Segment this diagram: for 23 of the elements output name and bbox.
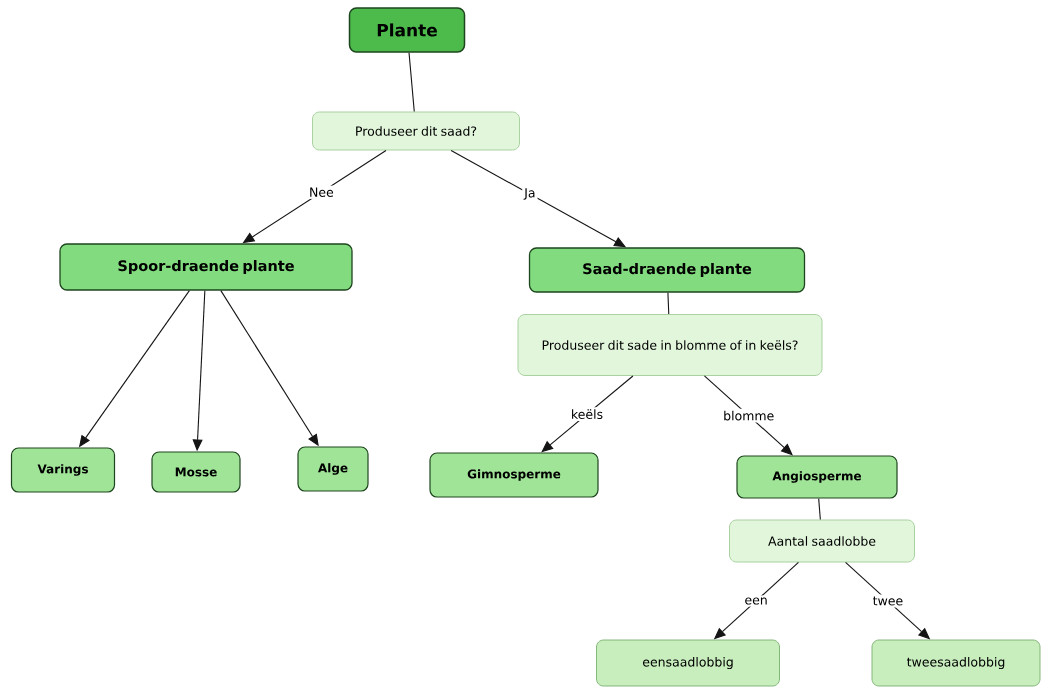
connector-line [408,52,415,113]
concept-box: Alge [297,446,369,492]
question-box: Aantal saadlobbe [729,519,915,563]
arrow [541,375,634,453]
concept-box: Varings [10,447,116,493]
concept-box: Spoor-draende plante [59,243,353,291]
concept-box: Mosse [151,451,241,493]
question-box: Produseer dit sade in blomme of in keëls? [517,314,823,376]
edge-label: Nee [307,185,336,199]
edge-label: een [742,595,770,607]
edge-label: twee [870,594,906,608]
connector-line [818,498,821,521]
edge-label: blomme [721,408,777,423]
edge-label: Ja [522,186,538,202]
concept-box: Saad-draende plante [528,247,806,293]
connector-line [667,292,670,315]
concept-box: Angiosperme [736,455,898,499]
concept-box: eensaadlobbig [596,639,780,687]
concept-box: Gimnosperme [429,452,599,498]
edge-label: keëls [568,407,606,421]
question-box: Produseer dit saad? [312,111,520,151]
concept-box: tweesaadlobbig [871,639,1041,687]
concept-box: Plante [348,7,466,53]
